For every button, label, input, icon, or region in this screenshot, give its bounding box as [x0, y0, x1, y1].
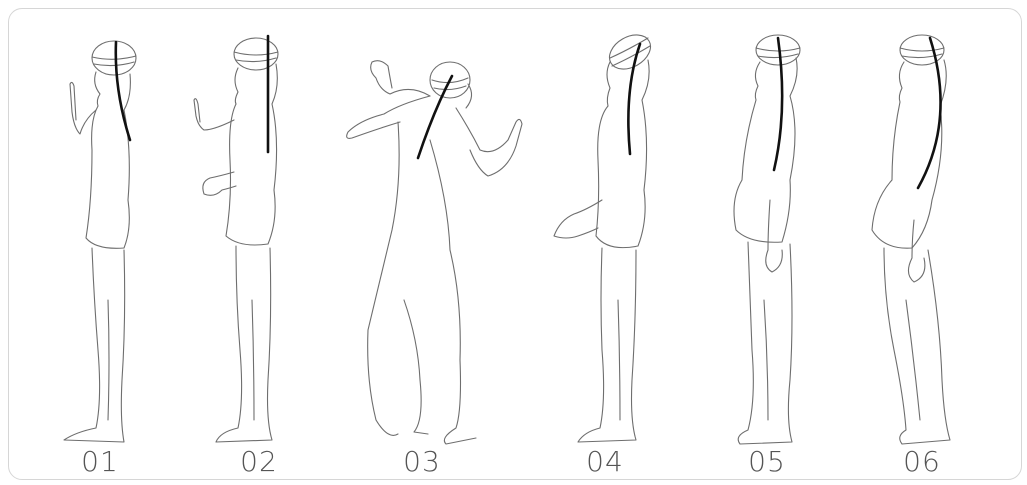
figure-05	[734, 35, 800, 444]
figure-label-02: 02	[219, 446, 299, 478]
figure-label-05: 05	[727, 446, 807, 478]
figure-04	[554, 28, 657, 442]
figure-03	[347, 61, 522, 444]
figure-label-03: 03	[382, 446, 462, 478]
spine-line-04	[628, 44, 640, 154]
figure-label-04: 04	[565, 446, 645, 478]
figure-01	[64, 41, 136, 442]
figure-02	[194, 38, 278, 442]
spine-line-01	[116, 42, 130, 140]
figure-label-06: 06	[882, 446, 962, 478]
figure-label-01: 01	[60, 446, 140, 478]
figure-06	[872, 35, 950, 444]
spine-line-06	[918, 38, 941, 188]
